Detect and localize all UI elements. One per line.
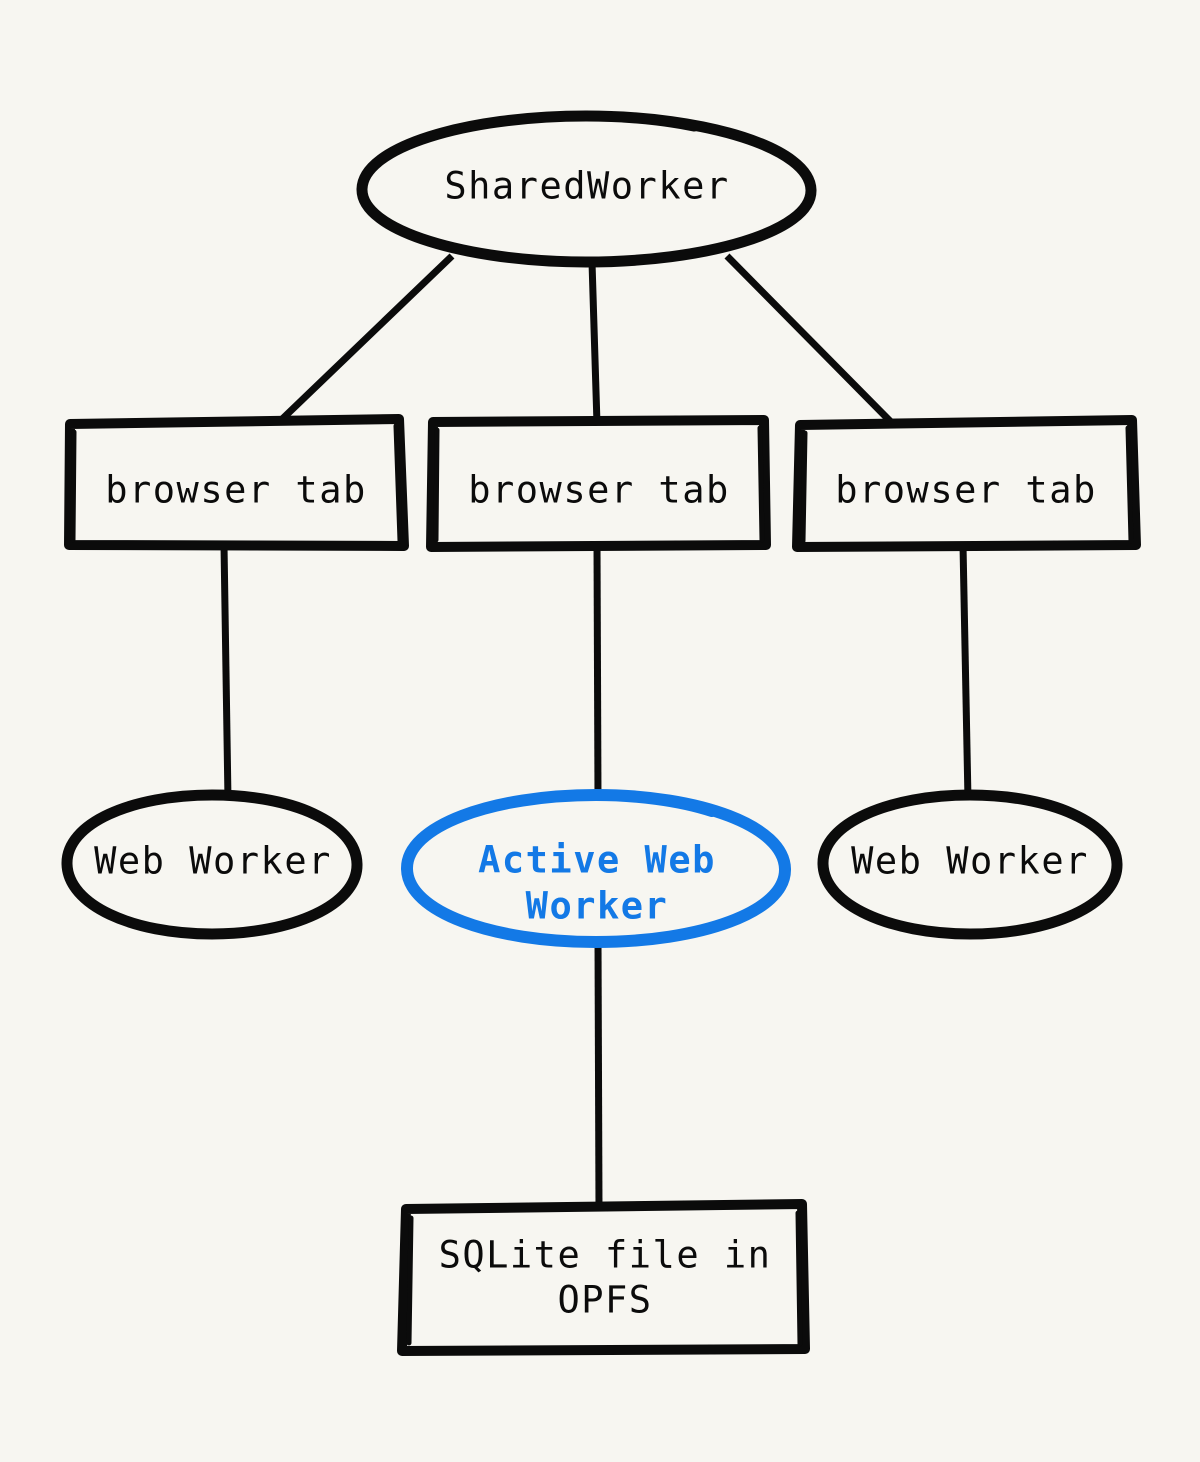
worker-active-label-line2: Worker <box>526 885 669 928</box>
worker-left-outline <box>61 789 363 940</box>
tab-right-outline <box>792 415 1141 552</box>
edge-sharedworker-to-tab-center <box>588 261 601 425</box>
sqlite-file-fill <box>403 1203 806 1352</box>
sqlite-file-sketch-accent <box>406 1210 803 1347</box>
node-worker-right[interactable]: Web Worker <box>817 789 1123 940</box>
worker-right-fill <box>822 795 1118 934</box>
node-sqlite-file[interactable]: SQLite file in OPFS <box>397 1199 810 1356</box>
edge-tab-left-to-worker-left <box>220 544 232 801</box>
edge-tab-center-to-worker-active <box>593 544 602 801</box>
worker-left-fill <box>66 795 358 934</box>
tab-center-fill <box>432 419 766 547</box>
node-sharedworker[interactable]: SharedWorker <box>356 110 817 268</box>
node-tab-center[interactable]: browser tab <box>426 415 771 552</box>
sharedworker-ellipse-fill <box>361 116 812 262</box>
edge-sharedworker-to-tab-left <box>274 253 455 427</box>
tab-left-label: browser tab <box>105 469 367 512</box>
edge-sharedworker-to-tab-right <box>724 253 896 427</box>
worker-active-fill <box>406 795 786 942</box>
tab-left-sketch-accent <box>70 423 403 544</box>
worker-right-label: Web Worker <box>851 840 1089 883</box>
worker-active-label-line1: Active Web <box>478 839 716 882</box>
edge-group <box>220 253 972 1211</box>
tab-right-label: browser tab <box>835 469 1097 512</box>
node-worker-left[interactable]: Web Worker <box>61 789 363 940</box>
node-worker-active[interactable]: Active Web Worker <box>400 789 792 948</box>
edge-worker-active-to-sqlite <box>594 939 603 1211</box>
sqlite-file-label-line2: OPFS <box>557 1279 652 1322</box>
edge-tab-right-to-worker-right <box>959 544 972 801</box>
tab-left-outline <box>64 414 409 551</box>
tab-center-outline <box>426 415 771 552</box>
tab-right-fill <box>798 419 1137 548</box>
tab-right-sketch-accent <box>800 425 1134 544</box>
tab-center-label: browser tab <box>468 469 730 512</box>
sharedworker-label: SharedWorker <box>444 165 729 208</box>
node-tab-left[interactable]: browser tab <box>64 414 409 551</box>
worker-active-outline <box>400 789 792 948</box>
worker-right-outline <box>817 789 1123 940</box>
sharedworker-ellipse-outline <box>356 110 817 268</box>
tab-center-sketch-accent <box>433 425 765 543</box>
sqlite-file-label-line1: SQLite file in <box>439 1234 772 1277</box>
node-tab-right[interactable]: browser tab <box>792 415 1141 552</box>
tab-left-fill <box>68 418 404 547</box>
worker-left-label: Web Worker <box>94 840 332 883</box>
sqlite-file-outline <box>397 1199 810 1356</box>
